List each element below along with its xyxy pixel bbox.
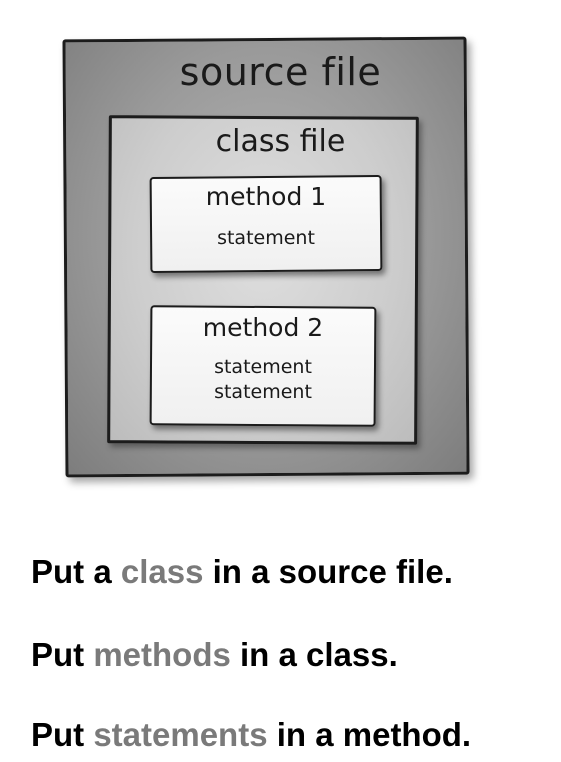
caption-prefix: Put a xyxy=(31,553,121,590)
method-2-statement-2: statement xyxy=(214,381,312,403)
caption-prefix: Put xyxy=(31,716,94,753)
caption-highlight-statements: statements xyxy=(93,716,268,753)
method-2-statement-1: statement xyxy=(214,356,312,378)
class-file-label: class file xyxy=(215,124,346,159)
caption-class-in-source-file: Put a class in a source file. xyxy=(31,553,453,591)
method-2-label: method 2 xyxy=(202,313,324,342)
caption-statements-in-method: Put statements in a method. xyxy=(31,716,471,754)
source-file-label: source file xyxy=(179,50,382,94)
caption-methods-in-class: Put methods in a class. xyxy=(31,636,398,674)
method-1-statement: statement xyxy=(217,227,315,249)
caption-suffix: in a class. xyxy=(230,636,398,673)
caption-prefix: Put xyxy=(31,636,94,673)
caption-suffix: in a source file. xyxy=(203,553,453,590)
caption-suffix: in a method. xyxy=(267,716,472,753)
caption-highlight-class: class xyxy=(120,553,204,590)
method-1-label: method 1 xyxy=(205,182,327,211)
caption-highlight-methods: methods xyxy=(93,636,231,673)
